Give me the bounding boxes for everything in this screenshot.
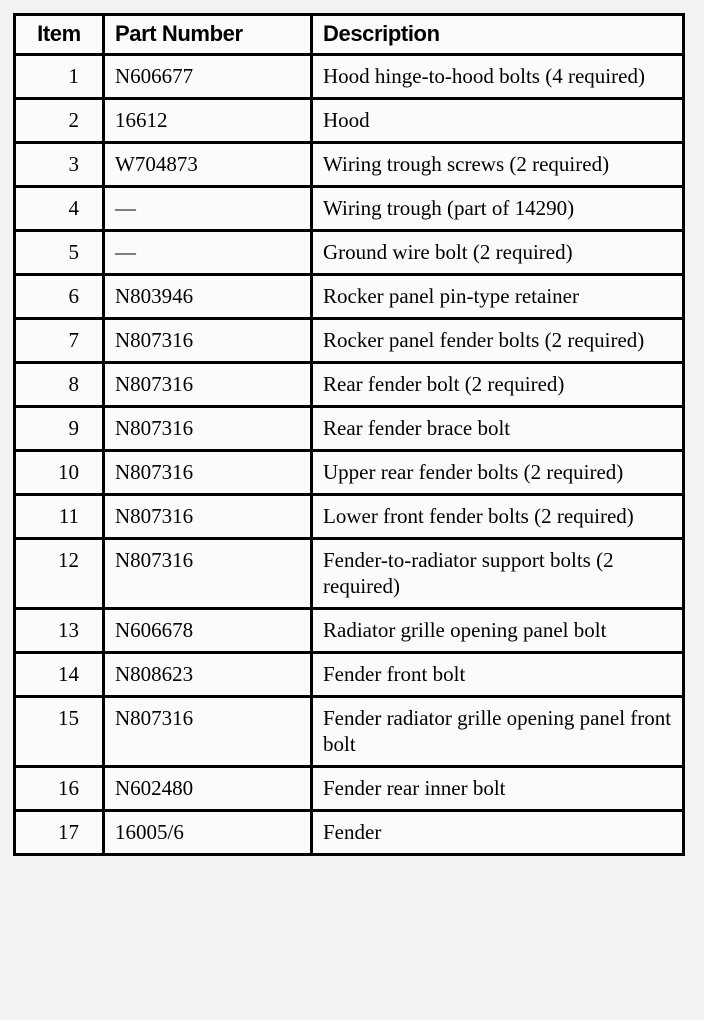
table-header-row: Item Part Number Description [14,14,684,56]
cell-description: Rocker panel pin-type retainer [311,274,684,320]
cell-part-number: N807316 [103,318,313,364]
cell-item: 14 [14,652,105,698]
column-header-part-number: Part Number [103,14,313,56]
cell-part-number: N807316 [103,450,313,496]
cell-part-number: 16612 [103,98,313,144]
cell-item: 1 [14,54,105,100]
cell-description: Lower front fender bolts (2 required) [311,494,684,540]
cell-item: 11 [14,494,105,540]
cell-item: 9 [14,406,105,452]
cell-item: 3 [14,142,105,188]
cell-item: 5 [14,230,105,276]
cell-description: Rear fender bolt (2 required) [311,362,684,408]
cell-description: Rocker panel fender bolts (2 required) [311,318,684,364]
cell-item: 10 [14,450,105,496]
cell-description: Hood hinge-to-hood bolts (4 required) [311,54,684,100]
cell-description: Wiring trough (part of 14290) [311,186,684,232]
cell-description: Fender rear inner bolt [311,766,684,812]
cell-part-number: N606678 [103,608,313,654]
cell-description: Fender front bolt [311,652,684,698]
cell-description: Fender-to-radiator support bolts (2 requ… [311,538,684,610]
cell-part-number: N606677 [103,54,313,100]
cell-part-number: — [103,230,313,276]
cell-part-number: N808623 [103,652,313,698]
cell-item: 8 [14,362,105,408]
cell-item: 6 [14,274,105,320]
cell-description: Ground wire bolt (2 required) [311,230,684,276]
cell-description: Rear fender brace bolt [311,406,684,452]
cell-description: Fender [323,820,382,844]
table-row: 4—Wiring trough (part of 14290) [14,186,684,232]
cell-part-number: N803946 [103,274,313,320]
cell-item: 2 [14,98,105,144]
cell-part-number: W704873 [103,142,313,188]
cell-part-number: N807316 [103,362,313,408]
cell-description: Fender radiator grille opening panel fro… [311,696,684,768]
cell-part-number: N602480 [103,766,313,812]
cell-part-number: N807316 [103,406,313,452]
cell-description: Hood [311,98,684,144]
cell-description: Upper rear fender bolts (2 required) [311,450,684,496]
column-header-item: Item [14,14,105,56]
cell-item: 13 [14,608,105,654]
cell-item: 15 [14,696,105,768]
cell-description: Wiring trough screws (2 required) [311,142,684,188]
column-header-description: Description [311,14,684,56]
cell-description: Radiator grille opening panel bolt [311,608,684,654]
cell-part-number: 16005/6 [103,810,313,855]
cell-item: 12 [14,538,105,610]
cell-item: 17 [14,810,105,855]
table-header: Item Part Number Description [14,14,684,56]
cell-item: 16 [14,766,105,812]
cell-part-number: N807316 [103,494,313,540]
cell-part-number: N807316 [103,696,313,768]
cell-item: 7 [14,318,105,364]
table-row: 5—Ground wire bolt (2 required) [14,230,684,276]
cell-part-number: — [103,186,313,232]
cell-part-number: N807316 [103,538,313,610]
cell-item: 4 [14,186,105,232]
